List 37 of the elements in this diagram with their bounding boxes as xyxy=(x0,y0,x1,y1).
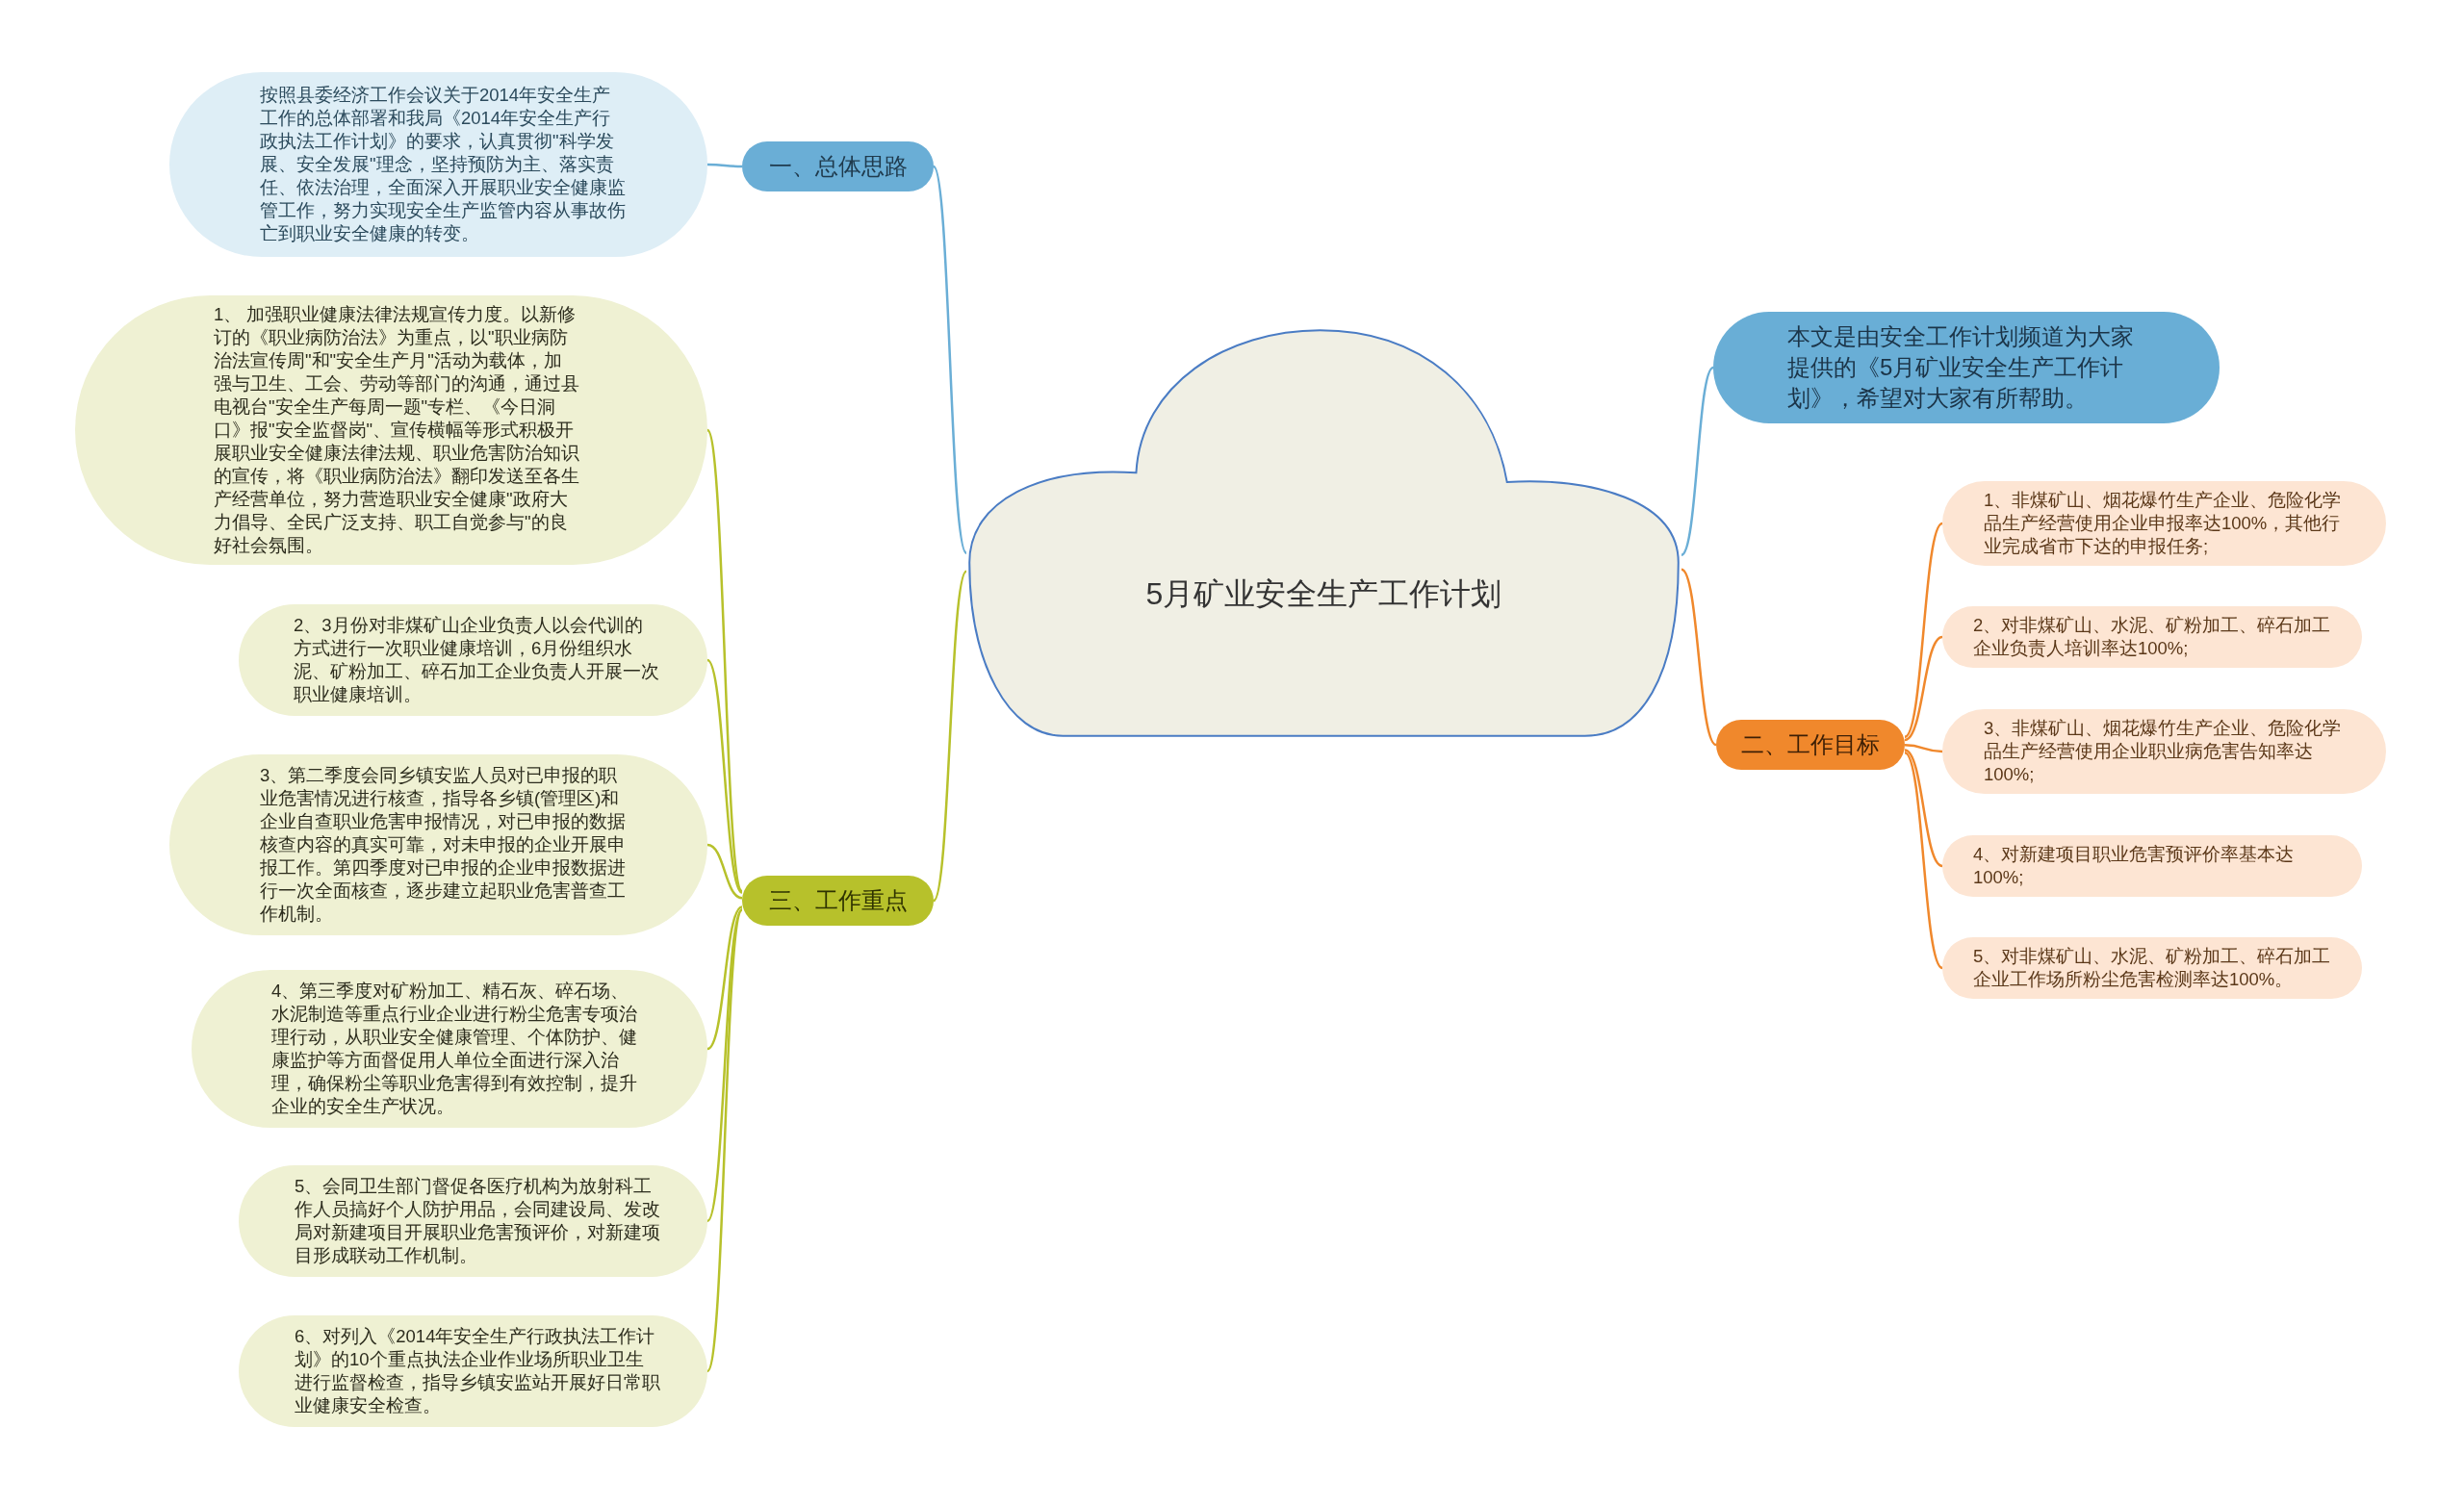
note-text: 5、对非煤矿山、水泥、矿粉加工、碎石加工企业工作场所粉尘危害检测率达100%。 xyxy=(1973,945,2331,991)
connector-line xyxy=(1904,635,1943,742)
connector-line xyxy=(932,571,968,902)
note-text: 3、第二季度会同乡镇安监人员对已申报的职业危害情况进行核查，指导各乡镇(管理区)和企业自查职业危害申报情况，对已申报的数据核查内容的真实可靠，对未申报的企业开展申报工作。第四季度对已申报的企业申报数据进行一次全面核查，逐步建立起职业危害普查工作机制。 xyxy=(260,764,626,926)
note-text: 1、 加强职业健康法律法规宣传力度。以新修订的《职业病防治法》为重点，以"职业病防治法宣传周"和"安全生产月"活动为载体，加强与卫生、工会、劳动等部门的沟通，通过县电视台"安全生产每周一题"专栏、《今日洞口》报"安全监督岗"、宣传横幅等形式积极开展职业安全健康法律法规、职业危害防治知识的宣传，将《职业病防治法》翻印发送至各生产经营单位，努力营造职业安全健康"政府大力倡导、全民广泛支持、职工自觉参与"的良好社会氛围。 xyxy=(214,303,579,557)
branch-pill xyxy=(742,876,934,926)
cloud-shape xyxy=(966,327,1681,739)
connector-line xyxy=(706,909,744,1372)
note-text: 2、3月份对非煤矿山企业负责人以会代训的方式进行一次职业健康培训，6月份组织水泥、矿粉加工、碎石加工企业负责人开展一次职业健康培训。 xyxy=(294,614,659,706)
connector-line xyxy=(706,908,744,1222)
connector-line xyxy=(706,843,743,900)
note-text: 5、会同卫生部门督促各医疗机构为放射科工作人员搞好个人防护用品，会同建设局、发改局对新建项目开展职业危害预评价，对新建项目形成联动工作机制。 xyxy=(295,1175,660,1267)
connector-line xyxy=(706,905,743,1051)
connector-line xyxy=(1904,752,1943,969)
note-text: 4、对新建项目职业危害预评价率基本达100%; xyxy=(1973,843,2296,889)
central-topic-text: 5月矿业安全生产工作计划 xyxy=(1144,574,1503,613)
note-text: 按照县委经济工作会议关于2014年安全生产工作的总体部署和我局《2014年安全生产行政执法工作计划》的要求，认真贯彻"科学发展、安全发展"理念，坚持预防为主、落实责任、依法治理，全面深入开展职业安全健康监管工作，努力实现安全生产监管内容从事故伤亡到职业安全健康的转变。 xyxy=(260,84,626,245)
connector-line xyxy=(706,659,743,894)
branch-label: 一、总体思路 xyxy=(768,152,908,181)
connector-line xyxy=(1904,523,1943,738)
connector-line xyxy=(707,163,742,168)
branch-pill xyxy=(1716,720,1905,770)
note-text: 2、对非煤矿山、水泥、矿粉加工、碎石加工企业负责人培训率达100%; xyxy=(1973,614,2331,660)
note-text: 1、非煤矿山、烟花爆竹生产企业、危险化学品生产经营使用企业申报率达100%，其他行业完成省市下达的申报任务; xyxy=(1984,489,2342,558)
branch-pill xyxy=(742,141,934,191)
connector-line xyxy=(1681,367,1714,556)
note-text: 4、第三季度对矿粉加工、精石灰、碎石场、水泥制造等重点行业企业进行粉尘危害专项治理行动，从职业安全健康管理、个体防护、健康监护等方面督促用人单位全面进行深入治理，确保粉尘等职业危害得到有效控制，提升企业的安全生产状况。 xyxy=(271,980,637,1118)
note-text: 本文是由安全工作计划频道为大家提供的《5月矿业安全生产工作计划》，希望对大家有所帮助。 xyxy=(1787,322,2135,413)
connector-line xyxy=(1681,568,1717,746)
connector-line xyxy=(1904,749,1943,868)
connector-line xyxy=(1904,744,1943,753)
connector-line xyxy=(932,166,968,554)
branch-label: 三、工作重点 xyxy=(768,886,908,915)
note-text: 3、非煤矿山、烟花爆竹生产企业、危险化学品生产经营使用企业职业病危害告知率达100%; xyxy=(1984,717,2342,786)
note-text: 6、对列入《2014年安全生产行政执法工作计划》的10个重点执法企业作业场所职业卫生进行监督检查，指导乡镇安监站开展好日常职业健康安全检查。 xyxy=(295,1325,660,1417)
connector-line xyxy=(706,429,744,892)
branch-label: 二、工作目标 xyxy=(1741,730,1880,759)
